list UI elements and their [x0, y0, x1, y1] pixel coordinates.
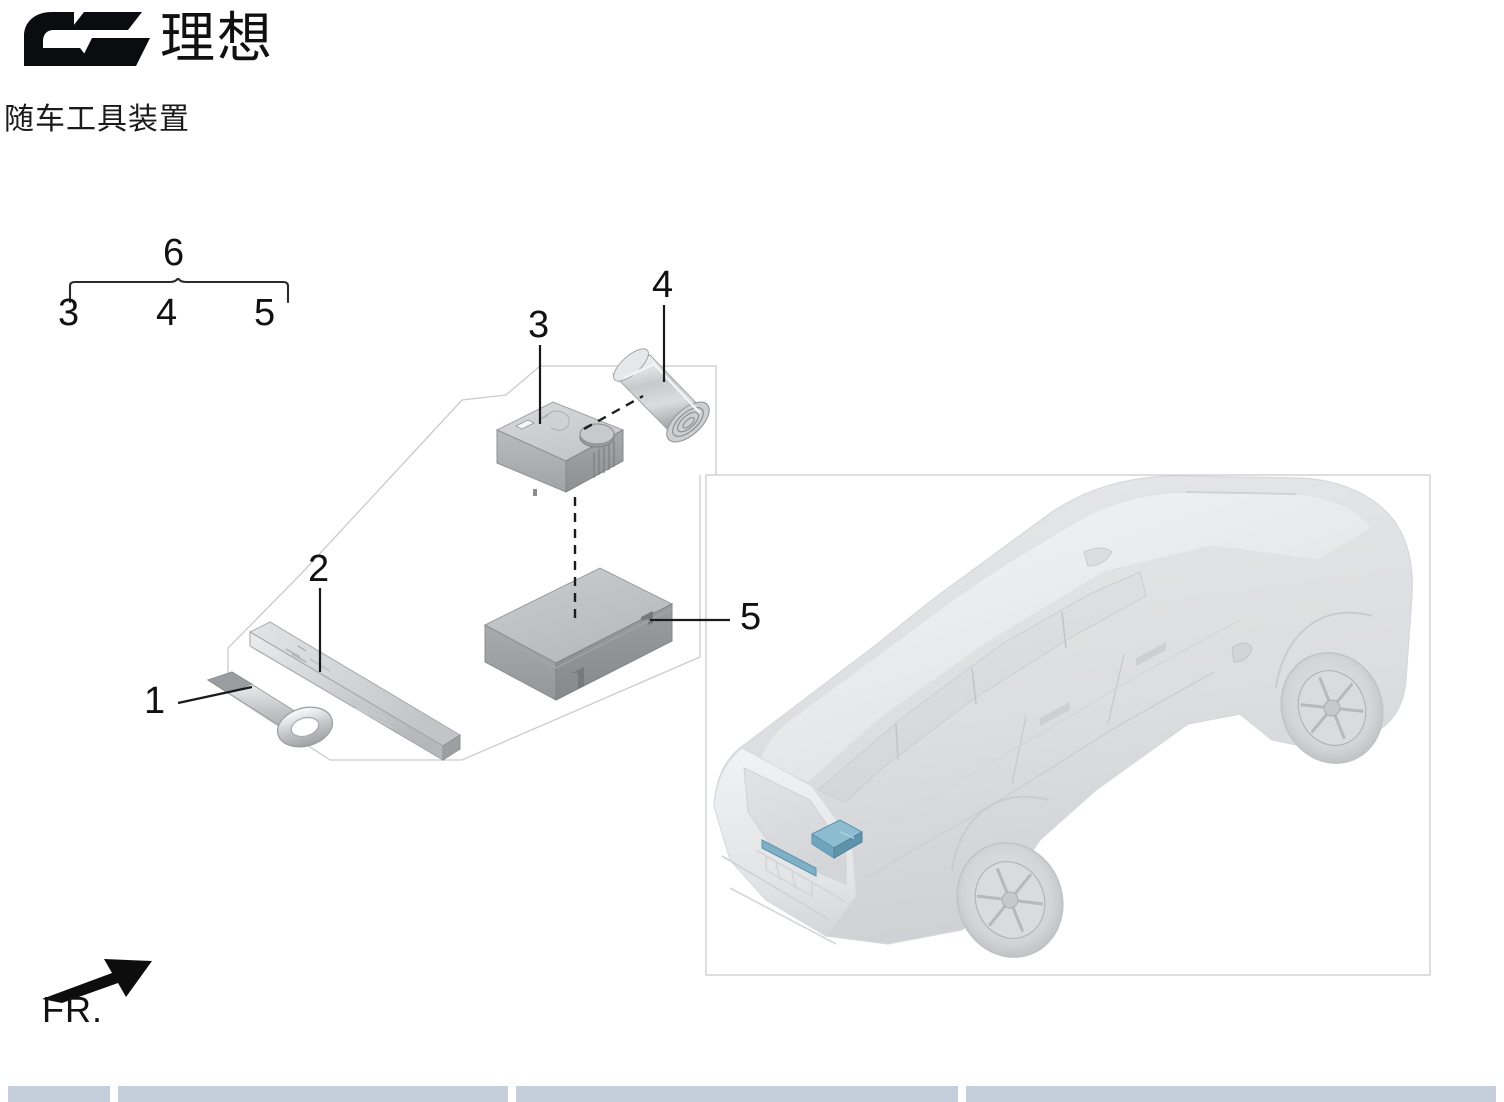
legend-member-3: 3 [58, 292, 80, 334]
part-tire-inflator-compressor [495, 401, 625, 496]
vehicle-highlight-tools [761, 819, 864, 877]
brand-name: 理想 [160, 7, 275, 69]
parts-table-header [0, 1086, 1504, 1102]
legend-member-4: 4 [156, 292, 178, 334]
page-title: 随车工具装置 [4, 103, 190, 136]
table-header-cell-3[interactable] [516, 1086, 958, 1102]
callout-leader-lines [177, 305, 730, 705]
part-tool-bar [248, 621, 461, 761]
table-header-cell-1[interactable] [8, 1086, 110, 1102]
table-header-cell-2[interactable] [118, 1086, 508, 1102]
front-direction-arrow [40, 955, 220, 1055]
exploded-parts-diagram [177, 305, 1431, 976]
legend-group-number: 6 [163, 232, 185, 274]
callout-4: 4 [652, 264, 674, 306]
legend-member-5: 5 [254, 292, 276, 334]
brace-legend: 6 3 4 5 [58, 232, 298, 332]
callout-3: 3 [528, 304, 550, 346]
assembly-dashed-lines [573, 394, 644, 618]
callout-5: 5 [740, 596, 762, 638]
part-tool-storage-case [483, 567, 674, 701]
callout-1: 1 [144, 680, 166, 722]
tool-group-outline [227, 365, 717, 761]
vehicle-rear-three-quarter-view [713, 475, 1413, 958]
front-direction-label: FR. [42, 989, 103, 1030]
callout-2: 2 [308, 548, 330, 590]
li-auto-logo [22, 8, 152, 70]
part-sealant-bottle [612, 348, 710, 443]
vehicle-frame [705, 474, 1431, 976]
table-header-cell-4[interactable] [966, 1086, 1496, 1102]
